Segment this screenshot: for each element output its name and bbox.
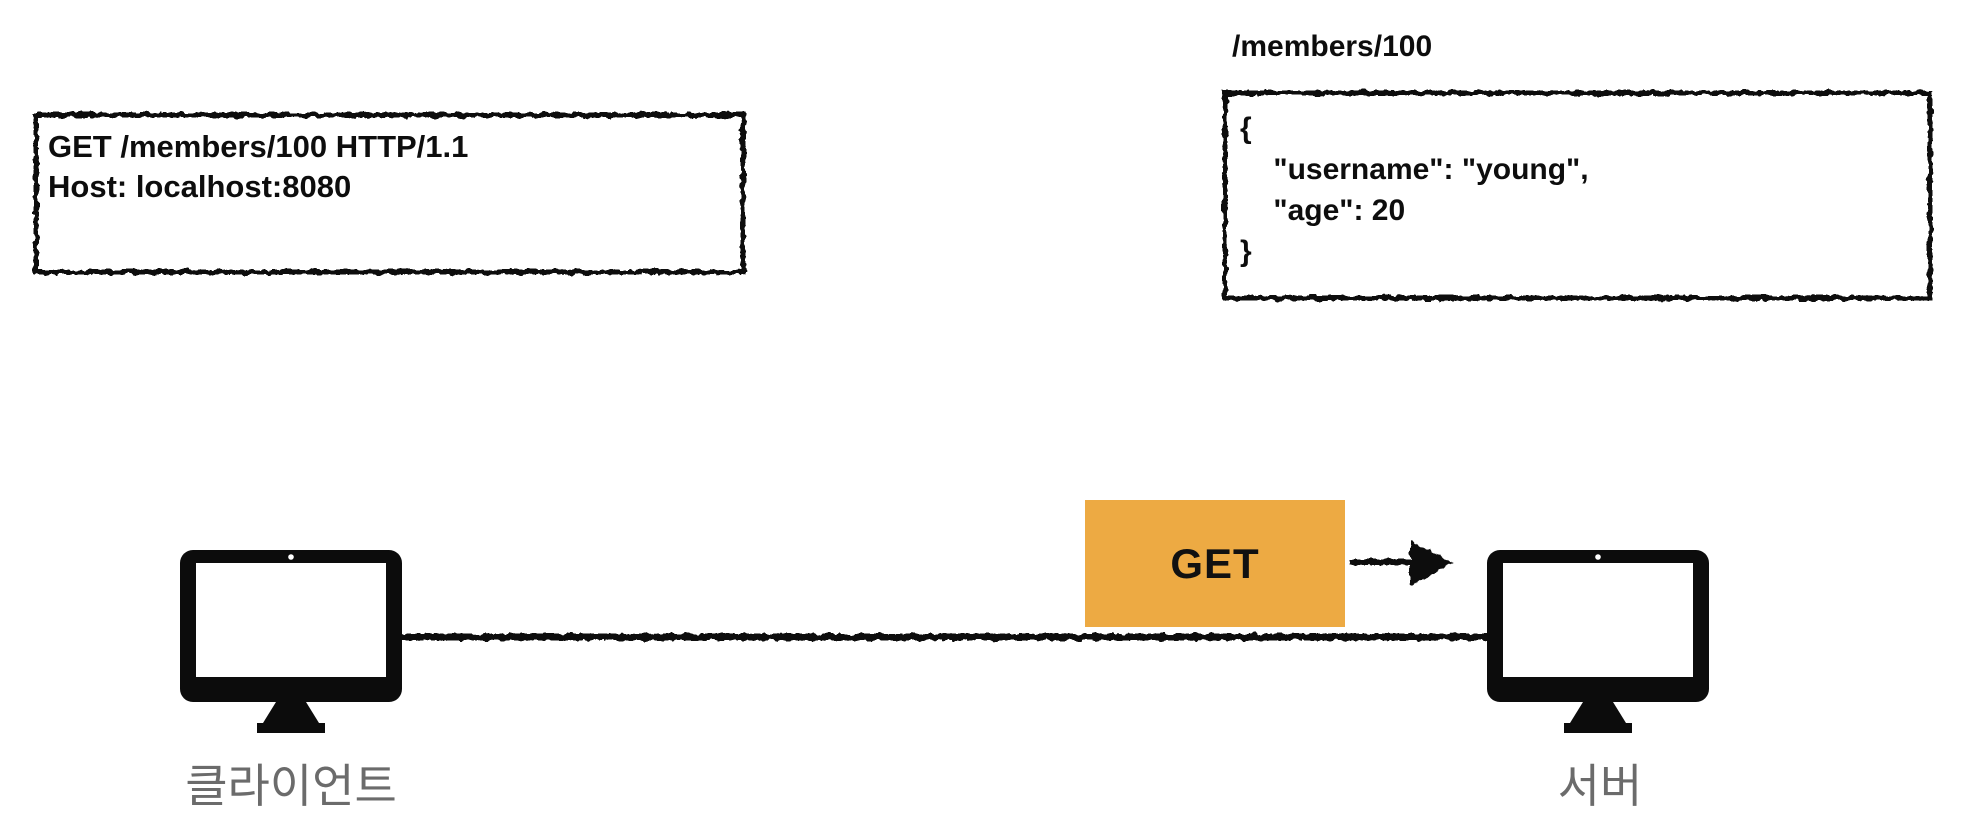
request-arrow (1349, 540, 1453, 586)
get-method-label: GET (1170, 539, 1260, 587)
client-computer-icon (180, 550, 402, 733)
resource-path-label: /members/100 (1232, 30, 1433, 63)
request-box-border (33, 112, 746, 275)
http-request-text: GET /members/100 HTTP/1.1 Host: localhos… (48, 127, 468, 207)
get-method-box: GET (1085, 500, 1345, 627)
request-start-line: GET /members/100 HTTP/1.1 (48, 129, 469, 164)
server-label: 서버 (1557, 760, 1643, 812)
arrow-head (1410, 540, 1453, 586)
client-label: 클라이언트 (185, 760, 397, 812)
request-host-header: Host: localhost:8080 (48, 169, 352, 204)
response-box-border (1222, 90, 1933, 301)
server-computer-icon (1487, 550, 1709, 733)
response-json-body: { "username": "young", "age": 20 } (1240, 112, 1589, 268)
